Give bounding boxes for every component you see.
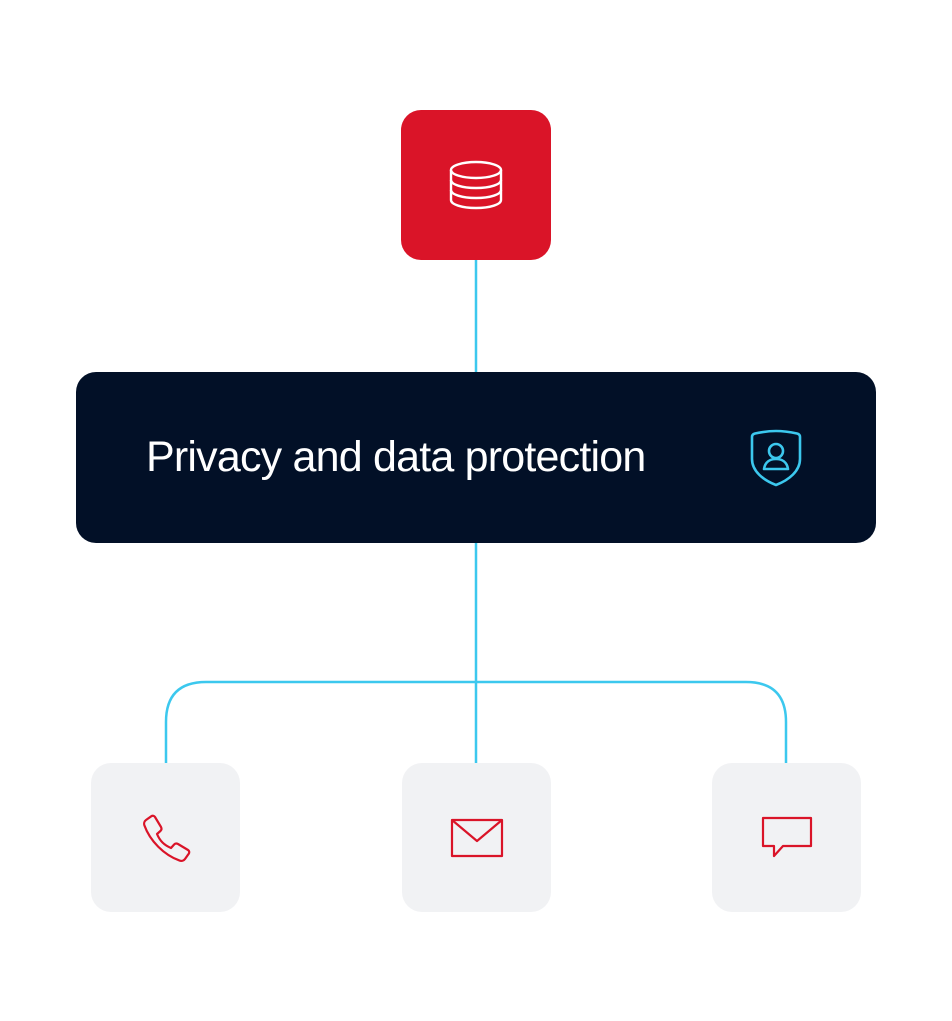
shield-user-icon (748, 429, 804, 487)
database-node (401, 110, 551, 260)
chat-bubble-icon (761, 816, 813, 860)
connector-branch-phone-chat (164, 680, 788, 763)
email-node (402, 763, 551, 912)
chat-node (712, 763, 861, 912)
phone-icon (141, 813, 191, 863)
phone-node (91, 763, 240, 912)
privacy-title: Privacy and data protection (146, 433, 646, 481)
email-icon (450, 818, 504, 858)
database-icon (448, 160, 504, 210)
privacy-node: Privacy and data protection (76, 372, 876, 543)
